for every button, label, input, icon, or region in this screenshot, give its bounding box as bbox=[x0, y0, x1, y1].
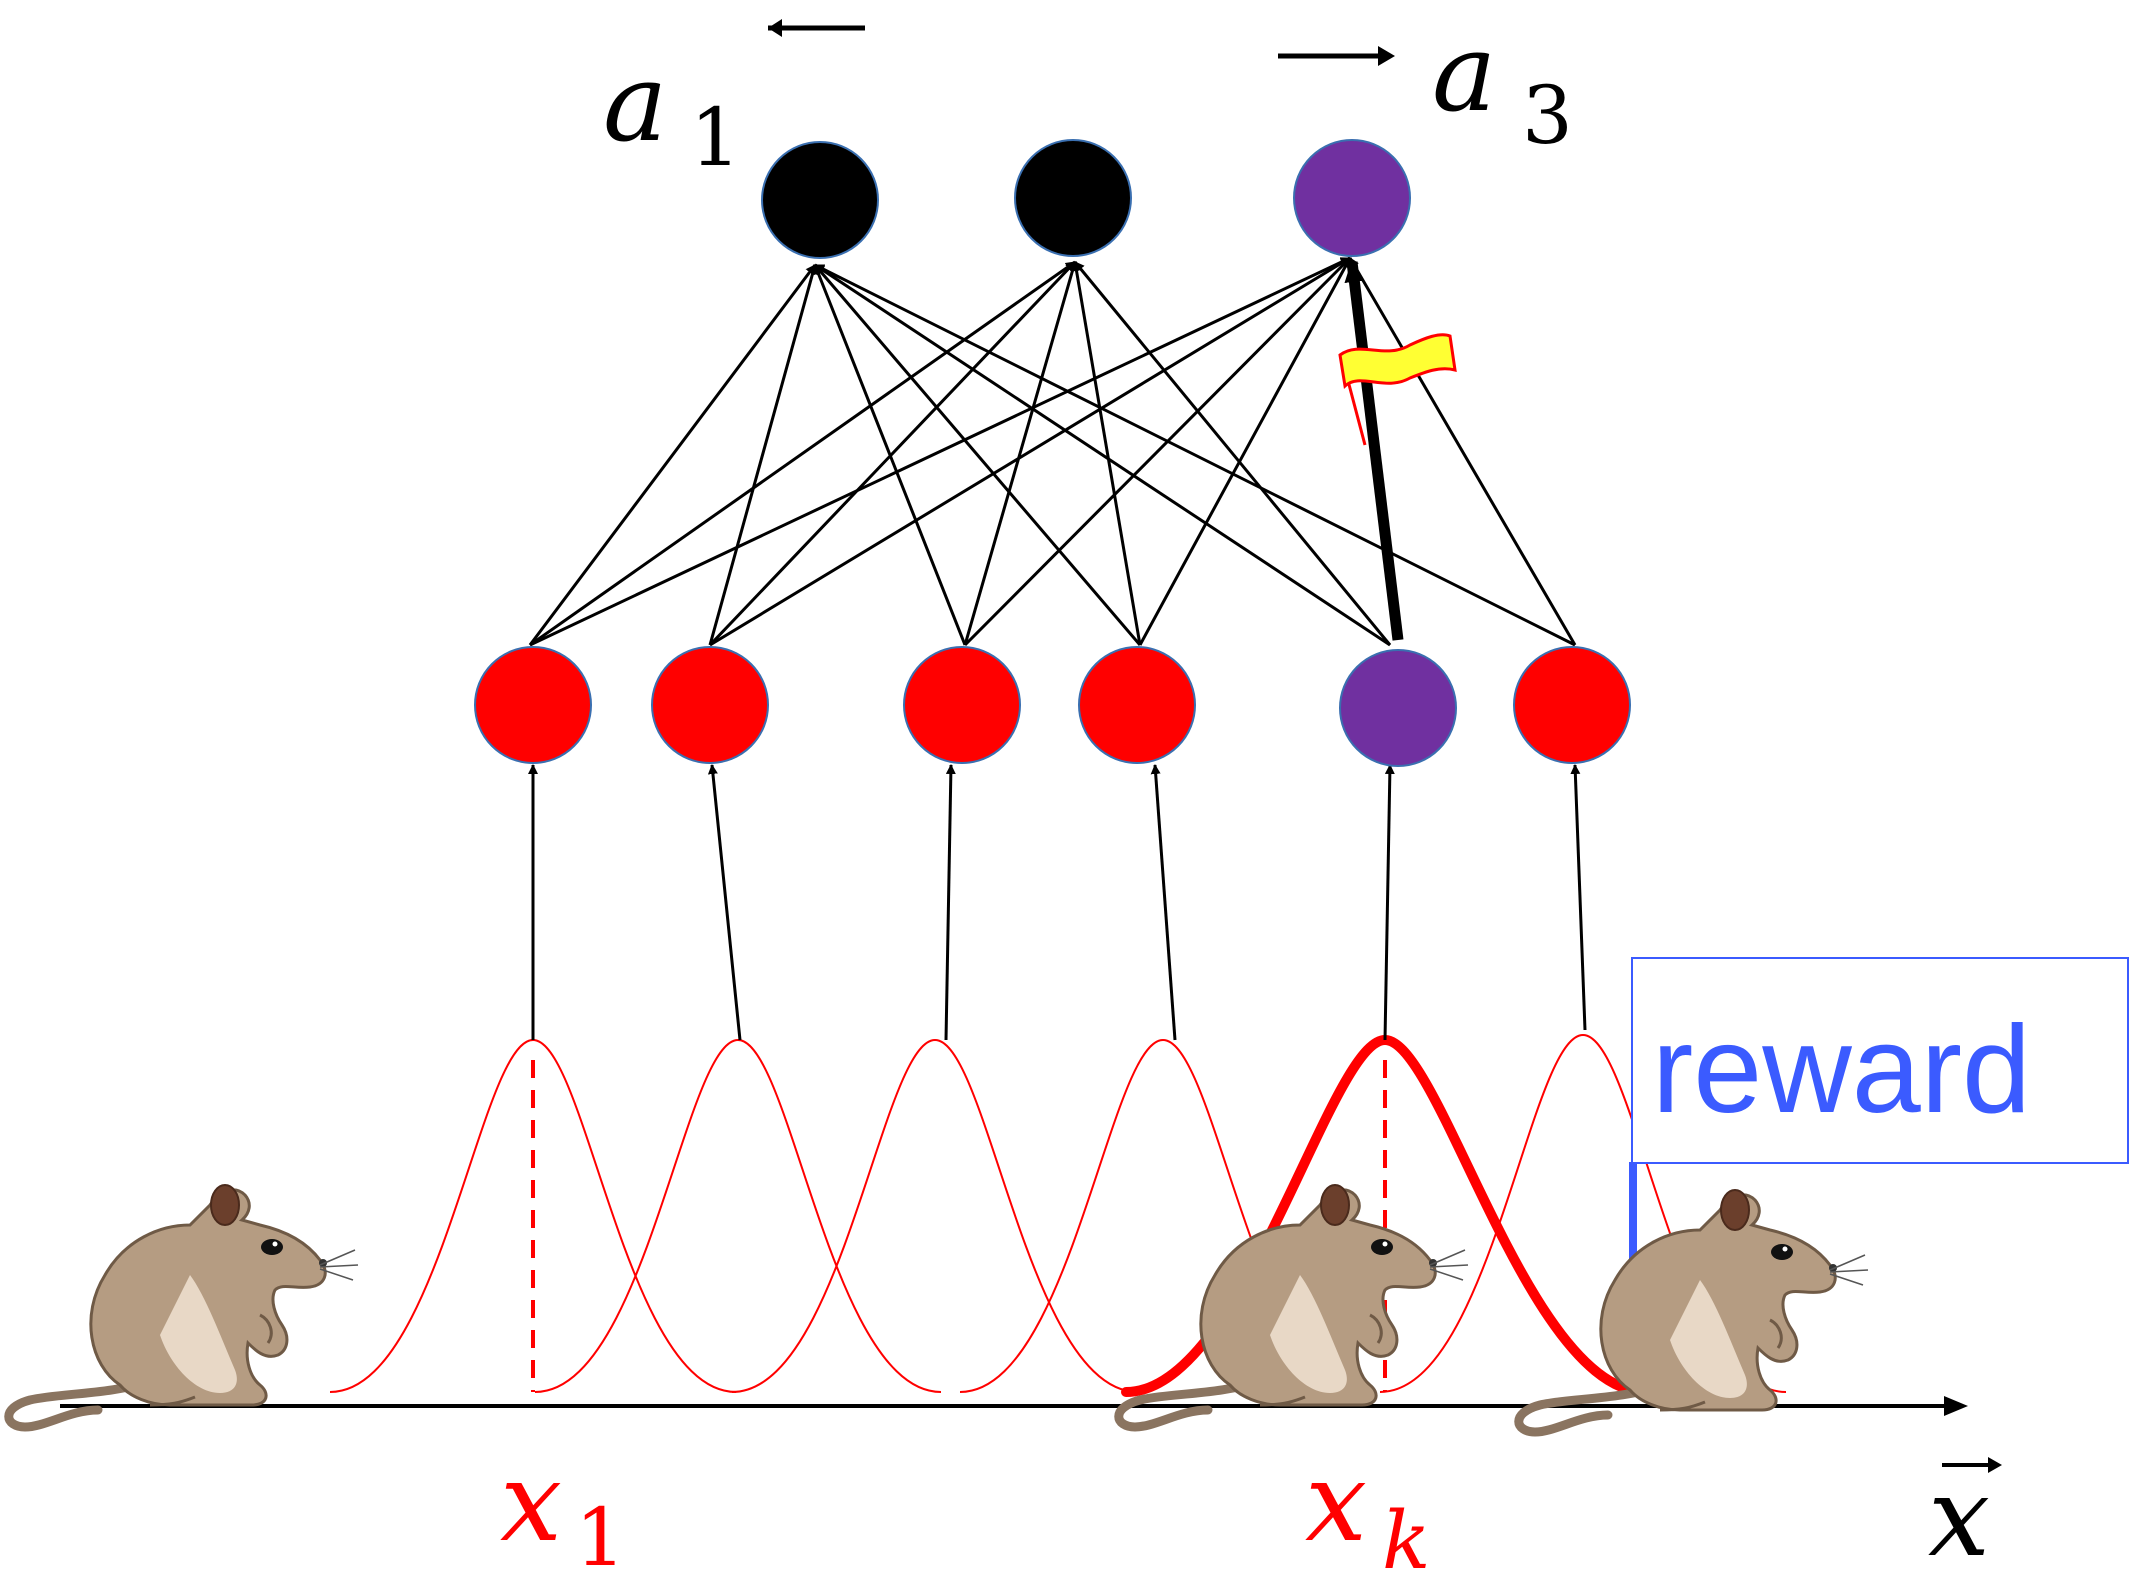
action-label-a1: a 1 bbox=[603, 19, 865, 184]
strong-connection bbox=[1344, 260, 1404, 641]
axis-arrow-icon bbox=[1944, 1396, 1968, 1416]
a1-subscript: 1 bbox=[690, 91, 741, 184]
reward-label: reward bbox=[1652, 1001, 2031, 1139]
place-cell-4 bbox=[1078, 646, 1196, 764]
a3-subscript: 3 bbox=[1522, 69, 1573, 162]
flag-icon bbox=[1338, 333, 1457, 446]
x1-letter: x bbox=[500, 1438, 562, 1566]
label-axis-x: x bbox=[1928, 1453, 2002, 1577]
label-x1: x 1 bbox=[500, 1438, 626, 1577]
place-cell-2 bbox=[651, 646, 769, 764]
place-cell-layer bbox=[474, 646, 1631, 767]
x-axis bbox=[60, 1396, 1968, 1416]
place-cell-1 bbox=[474, 646, 592, 764]
action-layer bbox=[761, 139, 1411, 259]
a1-letter: a bbox=[603, 41, 667, 166]
weight-connections bbox=[528, 256, 1577, 647]
place-cell-active bbox=[1339, 649, 1457, 767]
action-unit-a2 bbox=[1014, 139, 1132, 257]
tuning-curve-3 bbox=[731, 1038, 1139, 1393]
label-xk: x k bbox=[1305, 1438, 1430, 1577]
tuning-curves bbox=[329, 1033, 1787, 1397]
action-unit-a1 bbox=[761, 141, 879, 259]
place-cell-6 bbox=[1513, 646, 1631, 764]
rat-icon-middle bbox=[1119, 1185, 1468, 1427]
rat-icon-start bbox=[9, 1185, 358, 1427]
reward-box: reward bbox=[1631, 957, 2129, 1164]
tuning-curve-2 bbox=[534, 1038, 942, 1393]
xk-subscript: k bbox=[1382, 1494, 1430, 1577]
x1-subscript: 1 bbox=[575, 1491, 626, 1577]
axis-x-letter: x bbox=[1928, 1453, 1990, 1577]
a3-letter: a bbox=[1432, 11, 1496, 136]
input-arrows bbox=[528, 764, 1587, 1041]
rat-icon-reward bbox=[1519, 1190, 1868, 1432]
action-unit-a3 bbox=[1293, 139, 1411, 257]
xk-letter: x bbox=[1305, 1438, 1367, 1566]
action-label-a3: a 3 bbox=[1278, 11, 1573, 162]
place-cell-3 bbox=[903, 646, 1021, 764]
